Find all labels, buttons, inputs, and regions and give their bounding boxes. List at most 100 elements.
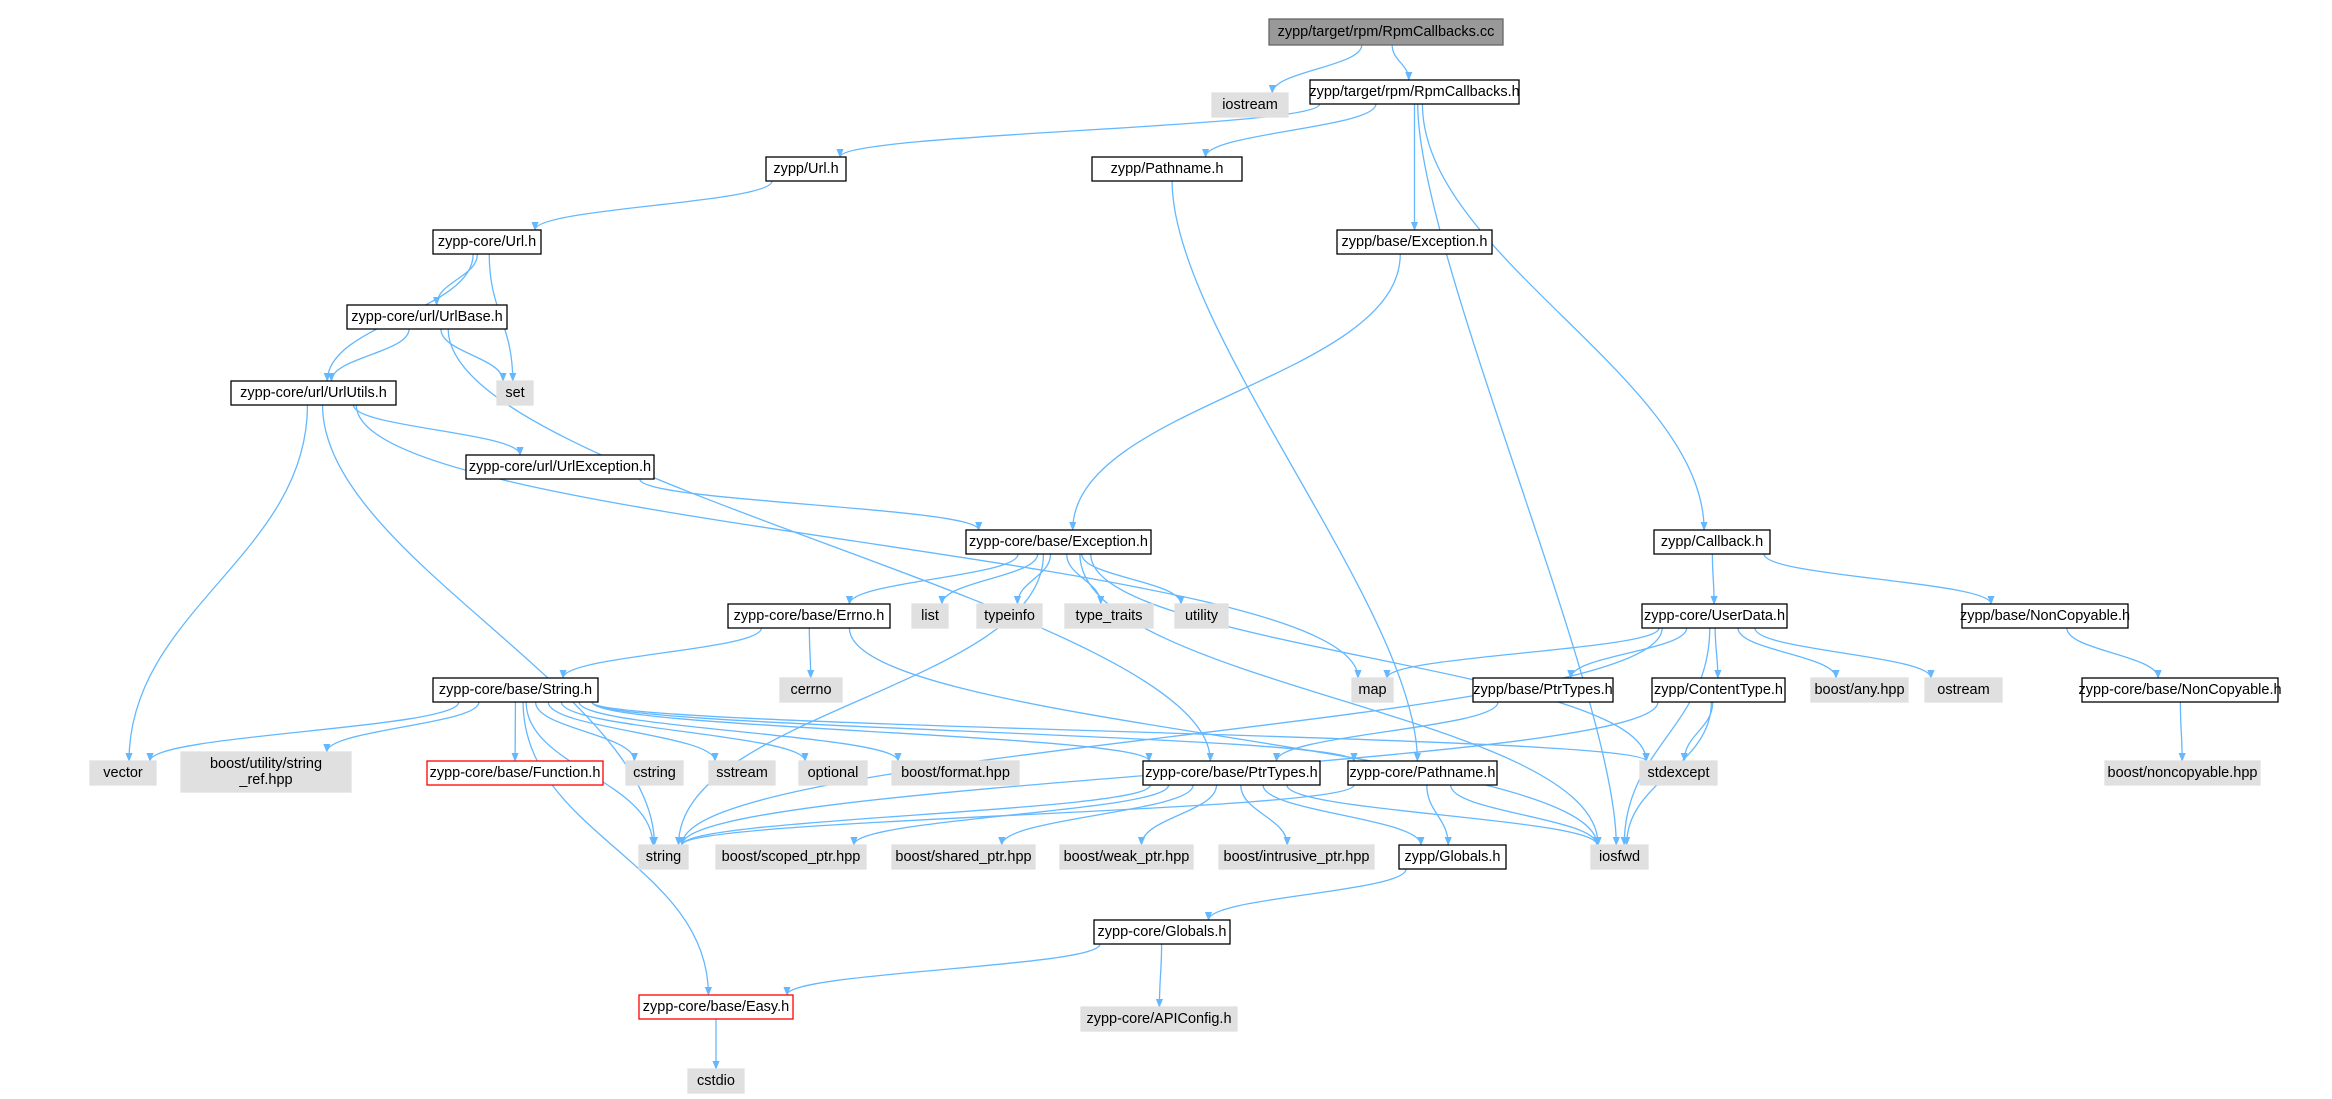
node-box: [1653, 529, 1771, 555]
node-bweak: boost/weak_ptr.hpp: [1059, 844, 1194, 870]
node-box: [727, 603, 891, 629]
edge-coreptr_h-to-bintr: [1240, 784, 1291, 846]
edge-callback_h-to-zncopy_h: [1763, 553, 1995, 605]
node-label: zypp-core/url/UrlBase.h: [351, 309, 503, 325]
node-label: zypp-core/base/Easy.h: [643, 999, 789, 1015]
node-label: zypp-core/url/UrlUtils.h: [240, 385, 387, 401]
node-optional: optional: [798, 760, 868, 786]
edge-zptr_h-to-coreptr_h: [1273, 701, 1499, 762]
nodes-layer: zypp/target/rpm/RpmCallbacks.cc iostream z…: [89, 18, 2282, 1094]
node-label: list: [921, 608, 939, 624]
node-ctype-h[interactable]: zypp/ContentType.h: [1651, 677, 1786, 703]
node-coreptr-h[interactable]: zypp-core/base/PtrTypes.h: [1142, 760, 1321, 786]
node-urlexc-h[interactable]: zypp-core/url/UrlException.h: [465, 454, 655, 480]
node-coreurl-h[interactable]: zypp-core/Url.h: [432, 229, 542, 255]
edge-coreptr_h-to-bweak: [1137, 784, 1218, 846]
edge-string_h-to-strref: [323, 701, 480, 753]
node-sstream: sstream: [708, 760, 776, 786]
node-map: map: [1351, 677, 1394, 703]
node-box: [891, 760, 1020, 786]
node-pathname-h[interactable]: zypp/Pathname.h: [1091, 156, 1243, 182]
node-urlutils-h[interactable]: zypp-core/url/UrlUtils.h: [230, 380, 397, 406]
node-bscoped: boost/scoped_ptr.hpp: [715, 844, 867, 870]
node-box: [1336, 229, 1493, 255]
edge-ctype_h-to-stdexcept: [1680, 701, 1714, 762]
edge-zexc_h-to-coreexc_h: [1069, 253, 1401, 531]
node-userdata-h[interactable]: zypp-core/UserData.h: [1641, 603, 1788, 629]
edge-coreexc_h-to-stdexcept: [1090, 553, 1650, 762]
node-zncopy-h[interactable]: zypp/base/NonCopyable.h: [1960, 603, 2130, 629]
node-label: zypp-core/base/PtrTypes.h: [1145, 765, 1317, 781]
node-zexc-h[interactable]: zypp/base/Exception.h: [1336, 229, 1493, 255]
node-zptr-h[interactable]: zypp/base/PtrTypes.h: [1472, 677, 1614, 703]
node-coreexc-h[interactable]: zypp-core/base/Exception.h: [965, 529, 1152, 555]
node-box: [1059, 844, 1194, 870]
node-root[interactable]: zypp/target/rpm/RpmCallbacks.cc: [1268, 18, 1504, 46]
edge-string_h-to-sstream: [547, 701, 719, 762]
node-box: [1093, 919, 1231, 945]
node-label: zypp/base/NonCopyable.h: [1960, 608, 2130, 624]
node-label: zypp/Url.h: [773, 161, 838, 177]
edge-errno_h-to-cerrno: [807, 627, 815, 679]
node-box: [965, 529, 1152, 555]
node-label: boost/utility/string: [210, 756, 322, 772]
node-label: zypp-core/url/UrlException.h: [469, 459, 651, 475]
node-corepath-h[interactable]: zypp-core/Pathname.h: [1347, 760, 1498, 786]
node-label: sstream: [716, 765, 768, 781]
edge-rpmcb_h-to-callback_h: [1421, 103, 1708, 531]
node-errno-h[interactable]: zypp-core/base/Errno.h: [727, 603, 891, 629]
node-label: type_traits: [1076, 608, 1143, 624]
node-box: [1398, 844, 1507, 870]
node-label: boost/format.hpp: [901, 765, 1010, 781]
node-box: [1211, 92, 1289, 118]
node-box: [1472, 677, 1614, 703]
node-callback-h[interactable]: zypp/Callback.h: [1653, 529, 1771, 555]
node-box: [798, 760, 868, 786]
node-label: zypp/Pathname.h: [1111, 161, 1224, 177]
node-url-h[interactable]: zypp/Url.h: [765, 156, 847, 182]
node-label: zypp/base/Exception.h: [1342, 234, 1488, 250]
node-cstring: cstring: [625, 760, 684, 786]
node-box: [1351, 677, 1394, 703]
node-globals-h[interactable]: zypp/Globals.h: [1398, 844, 1507, 870]
node-label: boost/weak_ptr.hpp: [1064, 849, 1190, 865]
edge-userdata_h-to-ostream: [1754, 627, 1935, 679]
node-rpmcb-h[interactable]: zypp/target/rpm/RpmCallbacks.h: [1309, 79, 1520, 105]
node-box: [1651, 677, 1786, 703]
node-function-h[interactable]: zypp-core/base/Function.h: [426, 760, 604, 786]
node-label: zypp/target/rpm/RpmCallbacks.cc: [1278, 24, 1495, 40]
node-easy-h[interactable]: zypp-core/base/Easy.h: [638, 994, 794, 1020]
edge-string_h-to-stdexcept: [591, 701, 1650, 762]
edge-root-to-rpmcb_h: [1391, 44, 1413, 81]
node-label: zypp-core/APIConfig.h: [1086, 1011, 1231, 1027]
node-box: [465, 454, 655, 480]
node-box: [2081, 677, 2279, 703]
node-strref: boost/utility/string_ref.hpp: [180, 751, 352, 793]
node-string-h[interactable]: zypp-core/base/String.h: [432, 677, 599, 703]
node-corencopy-h[interactable]: zypp-core/base/NonCopyable.h: [2078, 677, 2282, 703]
node-coreglob-h[interactable]: zypp-core/Globals.h: [1093, 919, 1231, 945]
node-box: [638, 994, 794, 1020]
edge-string_h-to-optional: [560, 701, 809, 762]
node-bformat: boost/format.hpp: [891, 760, 1020, 786]
edge-userdata_h-to-zptr_h: [1567, 627, 1688, 679]
edge-userdata_h-to-string: [678, 627, 1663, 846]
node-box: [625, 760, 684, 786]
node-set: set: [496, 380, 534, 406]
node-label: cstdio: [697, 1073, 735, 1089]
node-label: iostream: [1222, 97, 1278, 113]
node-box: [1924, 677, 2003, 703]
node-box: [1639, 760, 1718, 786]
node-typeinfo: typeinfo: [976, 603, 1043, 629]
node-label: zypp-core/base/String.h: [439, 682, 592, 698]
node-label: optional: [808, 765, 859, 781]
node-label: zypp/ContentType.h: [1654, 682, 1783, 698]
node-label: boost/scoped_ptr.hpp: [722, 849, 861, 865]
node-box: [432, 677, 599, 703]
node-utility: utility: [1174, 603, 1229, 629]
node-box: [638, 844, 689, 870]
node-label: zypp/Callback.h: [1661, 534, 1763, 550]
node-label: map: [1358, 682, 1386, 698]
node-urlbase-h[interactable]: zypp-core/url/UrlBase.h: [346, 304, 508, 330]
node-box: [1091, 156, 1243, 182]
